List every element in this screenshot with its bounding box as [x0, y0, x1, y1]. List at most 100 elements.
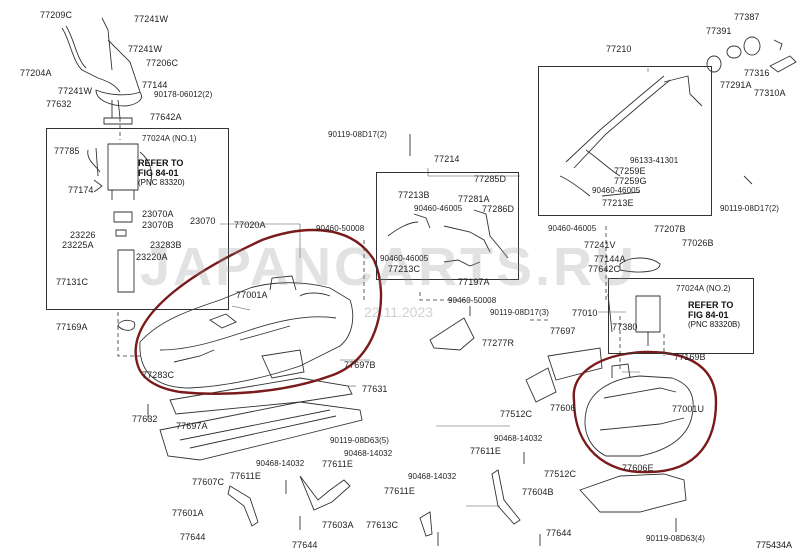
part-label: 90119-08D63(4): [646, 534, 706, 543]
part-label: 77644: [546, 528, 572, 538]
watermark-date: 22.11.2023: [364, 304, 434, 320]
part-label: 77169B: [674, 352, 706, 362]
part-label: 90460-46005: [414, 204, 463, 213]
part-label: 77207B: [654, 224, 686, 234]
part-label: 77001A: [236, 290, 268, 300]
part-label: 23283B: [150, 240, 182, 250]
refer-1-line2: FIG 84-01: [138, 168, 179, 178]
refer-2-line2: FIG 84-01: [688, 310, 729, 320]
part-label: 90119-08D17(2): [720, 204, 780, 213]
part-label: 77024A (NO.1): [142, 134, 197, 143]
part-label: 77241V: [584, 240, 616, 250]
part-label: 77283C: [142, 370, 175, 380]
part-label: 90119-08D63(5): [330, 436, 390, 445]
part-label: 77512C: [500, 409, 533, 419]
part-label: 23226: [70, 230, 96, 240]
part-label: 77204A: [20, 68, 52, 78]
part-label: 77286D: [482, 204, 515, 214]
part-label: 90460-46005: [592, 186, 641, 195]
part-label: 77010: [572, 308, 598, 318]
part-label: 77697A: [176, 421, 208, 431]
part-label: 77281A: [458, 194, 490, 204]
refer-1-line1: REFER TO: [138, 158, 184, 168]
part-label: 77020A: [234, 220, 266, 230]
part-label: 77611E: [322, 459, 353, 469]
part-label: 77697: [550, 326, 576, 336]
part-label: 77131C: [56, 277, 89, 287]
part-label: 77613C: [366, 520, 399, 530]
part-label: 77512C: [544, 469, 577, 479]
part-label: 23220A: [136, 252, 168, 262]
part-label: 77604B: [522, 487, 554, 497]
part-label: 23070B: [142, 220, 174, 230]
part-label: 77785: [54, 146, 80, 156]
part-label: 77611E: [470, 446, 501, 456]
part-label: 77213B: [398, 190, 430, 200]
part-label: 77241W: [128, 44, 163, 54]
part-label: 77169A: [56, 322, 88, 332]
part-label: 77310A: [754, 88, 786, 98]
refer-2-line3: (PNC 83320B): [688, 320, 741, 329]
part-label: 77606E: [622, 463, 654, 473]
part-label: 77632: [46, 99, 72, 109]
part-label: 23070: [190, 216, 216, 226]
refer-1-line3: (PNC 83320): [138, 178, 185, 187]
filler-pipe-box: [538, 66, 712, 216]
part-label: 77026B: [682, 238, 714, 248]
part-label: 77316: [744, 68, 770, 78]
refer-note-2: REFER TO FIG 84-01 (PNC 83320B): [688, 300, 740, 330]
part-label: 77387: [734, 12, 760, 22]
pump-detail-box-2: [608, 278, 754, 354]
part-label: 77644: [292, 540, 318, 550]
part-label: 77391: [706, 26, 732, 36]
part-label: 90460-46005: [380, 254, 429, 263]
part-label: 77601A: [172, 508, 204, 518]
part-label: 90460-50008: [448, 296, 497, 305]
part-label: 90119-08D17(3): [490, 308, 550, 317]
part-label: 77213E: [602, 198, 634, 208]
part-label: 77611E: [230, 471, 261, 481]
part-label: 77606: [550, 403, 576, 413]
part-label: 77197A: [458, 277, 490, 287]
part-label: 90468-14032: [494, 434, 543, 443]
refer-note-1: REFER TO FIG 84-01 (PNC 83320): [138, 158, 185, 188]
part-label: 77631: [362, 384, 388, 394]
part-label: 90460-46005: [548, 224, 597, 233]
part-label: 23225A: [62, 240, 94, 250]
part-label: 90468-14032: [408, 472, 457, 481]
part-label: 90468-14032: [256, 459, 305, 468]
diagram-code: 775434A: [756, 540, 793, 550]
part-label: 77213C: [388, 264, 421, 274]
part-label: 77241W: [134, 14, 169, 24]
part-label: 77607C: [192, 477, 225, 487]
part-label: 77144A: [594, 254, 626, 264]
watermark: JAPANCARTS.RU: [140, 237, 638, 297]
part-label: 77277R: [482, 338, 515, 348]
part-label: 77214: [434, 154, 460, 164]
part-label: 90178-06012(2): [154, 90, 213, 99]
part-label: 96133-41301: [630, 156, 679, 165]
part-label: 77291A: [720, 80, 752, 90]
part-label: 77642A: [150, 112, 182, 122]
part-label: 77259G: [614, 176, 647, 186]
part-label: 77611E: [384, 486, 415, 496]
part-label: 77241W: [58, 86, 93, 96]
part-label: 77285D: [474, 174, 507, 184]
part-label: 77206C: [146, 58, 179, 68]
part-label: 77144: [142, 80, 168, 90]
part-label: 77001U: [672, 404, 705, 414]
part-label: 90468-14032: [344, 449, 393, 458]
part-label: 77024A (NO.2): [676, 284, 731, 293]
pump-detail-box-1: [46, 128, 229, 310]
part-label: 90460-50008: [316, 224, 365, 233]
part-label: 90119-08D17(2): [328, 130, 388, 139]
part-label: 77644: [180, 532, 206, 542]
refer-2-line1: REFER TO: [688, 300, 734, 310]
part-label: 77380: [612, 322, 638, 332]
part-label: 77174: [68, 185, 94, 195]
part-label: 77210: [606, 44, 632, 54]
part-label: 77697B: [344, 360, 376, 370]
part-label: 77259E: [614, 166, 646, 176]
